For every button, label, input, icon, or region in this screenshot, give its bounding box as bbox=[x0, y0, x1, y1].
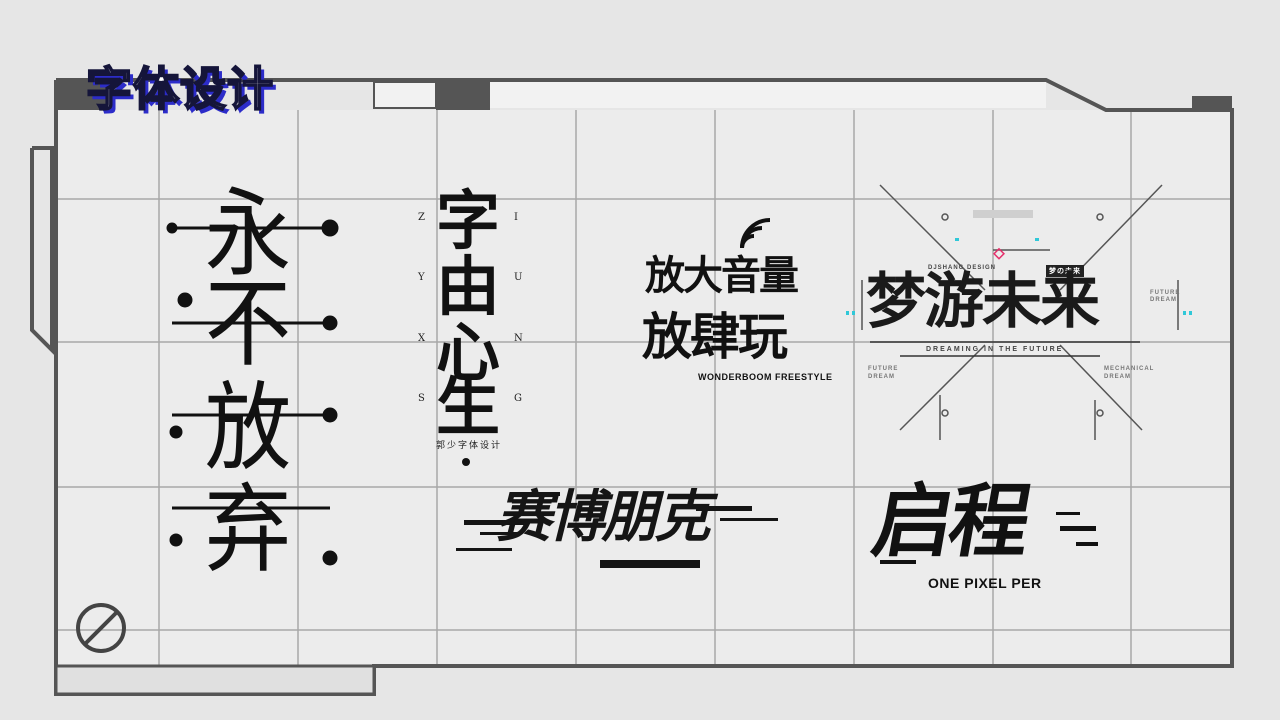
diamond-icon bbox=[992, 247, 1006, 260]
yongbu-char: 永 bbox=[204, 178, 292, 290]
grid-panel bbox=[56, 110, 1232, 666]
ziyou-char: 字 bbox=[436, 184, 500, 259]
signal-icon bbox=[740, 218, 771, 249]
fangda-english: WONDERBOOM FREESTYLE bbox=[698, 372, 833, 382]
frame-tab bbox=[436, 80, 490, 110]
frame-bottom-strip bbox=[54, 664, 376, 696]
ziyou-char: 由 bbox=[436, 250, 500, 325]
yongbu-strokes bbox=[166, 219, 339, 566]
page-title: 字体设计 bbox=[85, 62, 274, 116]
cyan-marks bbox=[846, 238, 1192, 315]
dream-tag: 梦の未来 bbox=[1046, 265, 1084, 277]
frame-tab bbox=[1192, 96, 1232, 110]
qicheng-lines bbox=[880, 512, 1098, 564]
ziyou-char: 心 bbox=[436, 316, 500, 391]
dream-baselines bbox=[870, 341, 1140, 357]
fangda-line2: 放肆玩 bbox=[642, 308, 788, 366]
ziyou-letter: I bbox=[514, 212, 518, 223]
ziyou-letter: U bbox=[514, 272, 523, 283]
dream-side-label: FUTURE DREAM bbox=[1150, 290, 1181, 304]
frame-tab bbox=[56, 80, 110, 110]
dream-left-label: FUTURE DREAM bbox=[868, 366, 899, 380]
dream-subtitle: DREAMING IN THE FUTURE bbox=[926, 346, 1064, 353]
ziyou-letter: S bbox=[418, 393, 425, 404]
no-entry-icon bbox=[76, 603, 126, 653]
yongbu-char: 不 bbox=[204, 268, 292, 380]
qicheng-title: 启程 bbox=[865, 475, 1035, 568]
qicheng-english: ONE PIXEL PER bbox=[928, 575, 1042, 591]
frame-tab bbox=[490, 82, 1046, 108]
work-saidao: 赛博朋克 bbox=[492, 485, 721, 550]
dream-brand: DJSHANG DESIGN bbox=[928, 265, 997, 271]
dream-bar bbox=[973, 210, 1033, 218]
frame-tab bbox=[373, 81, 437, 109]
dream-title: 梦游未来 bbox=[866, 267, 1100, 337]
ziyou-caption: 郭少字体设计 bbox=[436, 441, 503, 451]
fangda-line1: 放大音量 bbox=[645, 253, 799, 299]
yongbu-char: 弃 bbox=[204, 474, 292, 586]
ziyou-letter: X bbox=[418, 333, 426, 344]
yongbu-char: 放 bbox=[204, 372, 292, 484]
ziyou-letter: Y bbox=[418, 272, 425, 283]
ziyou-char: 生 bbox=[436, 370, 500, 445]
ziyou-letter: N bbox=[514, 333, 523, 344]
dream-right-label: MECHANICAL DREAM bbox=[1104, 366, 1155, 380]
drop-dot bbox=[462, 458, 470, 466]
speed-lines bbox=[456, 492, 778, 568]
ziyou-letter: Z bbox=[418, 212, 425, 223]
ziyou-letter: G bbox=[514, 393, 522, 404]
